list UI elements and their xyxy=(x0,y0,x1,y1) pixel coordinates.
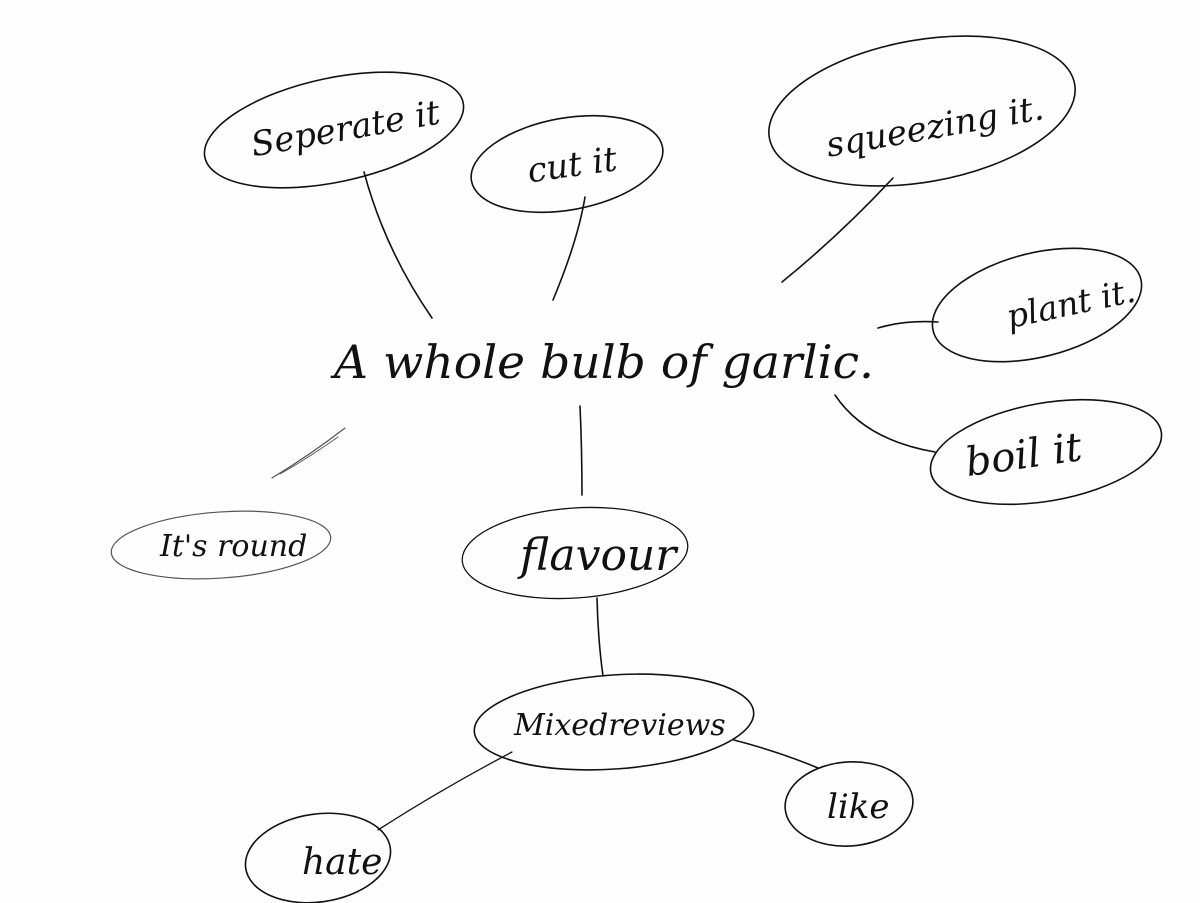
node-label-round: It's round xyxy=(159,529,307,564)
bubble-boil xyxy=(929,398,1163,506)
bubble-flavour xyxy=(461,506,689,600)
bubble-round xyxy=(110,510,332,580)
connector-plant xyxy=(877,320,939,329)
bubble-squeeze xyxy=(768,35,1076,187)
bubble-cut xyxy=(470,114,664,214)
bubble-hate xyxy=(244,812,392,903)
connector-flavour xyxy=(579,405,583,496)
connector-cut xyxy=(552,196,586,301)
node-label-hate: hate xyxy=(302,842,382,883)
node-label-flavour: flavour xyxy=(517,530,679,581)
bubble-separate xyxy=(203,71,465,189)
connector-hate xyxy=(377,751,513,831)
node-label-separate: Seperate it xyxy=(248,93,443,166)
node-label-plant: plant it. xyxy=(1003,271,1139,336)
connector-round-second xyxy=(279,436,339,475)
node-label-boil: boil it xyxy=(963,424,1086,486)
central-topic-text: A whole bulb of garlic. xyxy=(330,335,874,389)
node-label-like: like xyxy=(827,787,889,827)
node-label-cut: cut it xyxy=(525,139,620,191)
node-label-squeeze: squeezing it. xyxy=(823,88,1047,166)
connector-boil xyxy=(834,394,936,453)
connector-round xyxy=(271,427,346,479)
bubble-like xyxy=(784,761,914,847)
connector-like xyxy=(733,739,819,769)
connector-mixed-reviews xyxy=(596,597,604,677)
bubble-plant xyxy=(931,247,1143,363)
connector-squeeze xyxy=(781,177,894,283)
connector-separate xyxy=(363,171,433,319)
node-label-mixed-reviews: Mixedreviews xyxy=(513,708,726,743)
bubble-mixed-reviews xyxy=(473,673,755,771)
